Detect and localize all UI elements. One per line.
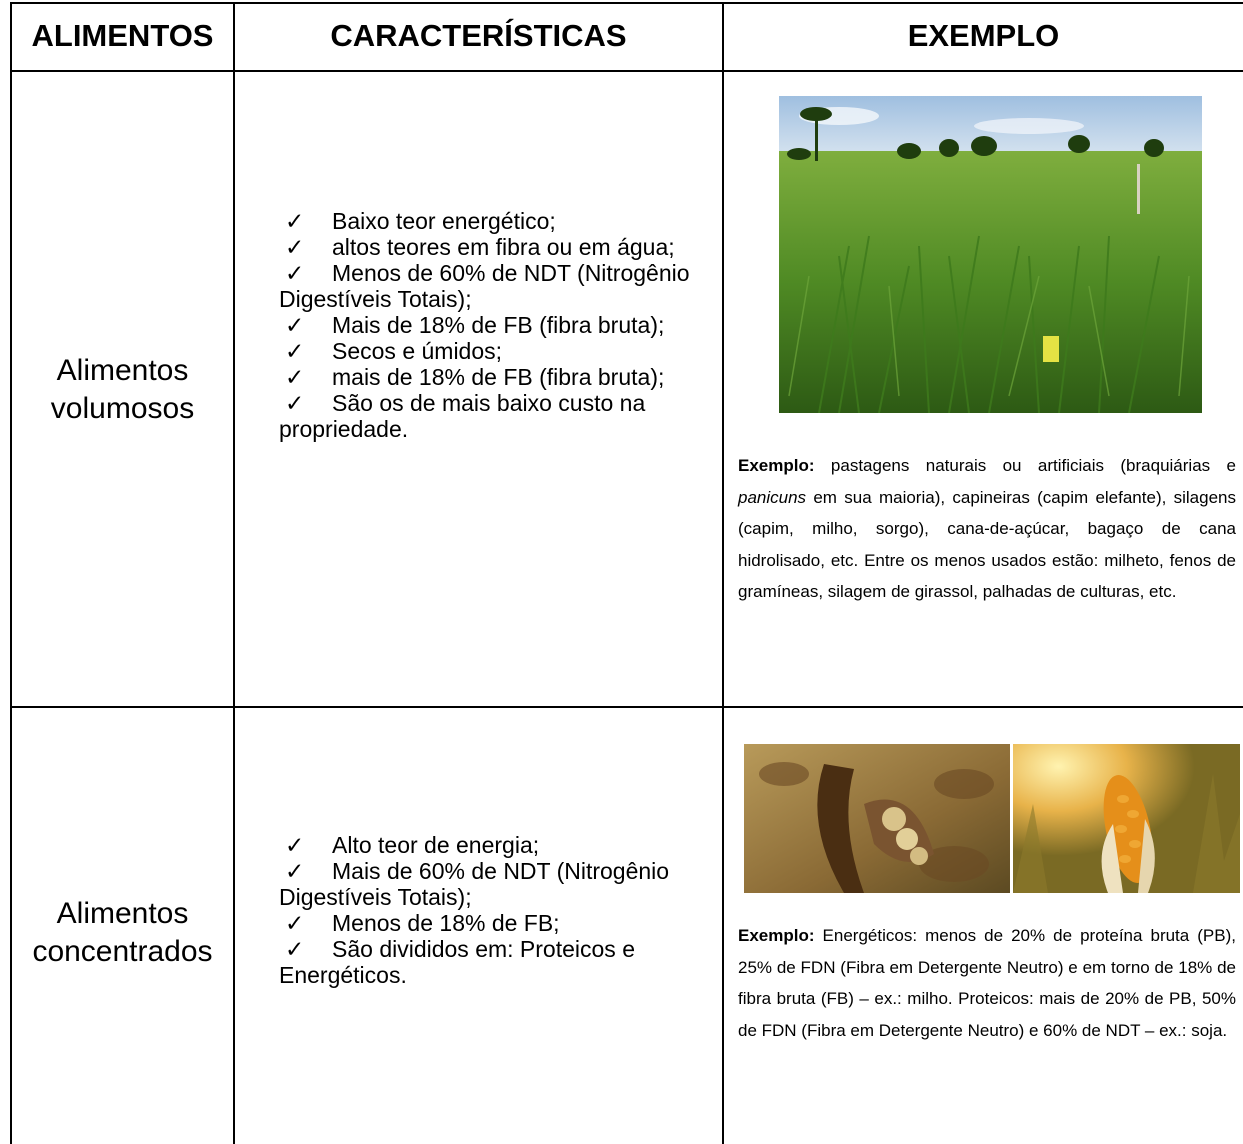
pasture-grass-photo bbox=[779, 96, 1202, 413]
table-border-left bbox=[10, 2, 12, 1144]
row-label-concentrados: Alimentos concentrados bbox=[32, 897, 213, 968]
list-item: ✓Alto teor de energia; bbox=[279, 832, 719, 858]
list-item: ✓Mais de 18% de FB (fibra bruta); bbox=[279, 312, 719, 338]
check-icon: ✓ bbox=[285, 364, 305, 390]
check-icon: ✓ bbox=[285, 234, 305, 260]
list-item: ✓Secos e úmidos; bbox=[279, 338, 719, 364]
check-icon: ✓ bbox=[285, 936, 305, 962]
column-divider-1 bbox=[233, 2, 235, 1144]
example-text-concentrados: Exemplo: Energéticos: menos de 20% de pr… bbox=[738, 926, 1236, 1040]
header-divider bbox=[10, 70, 1243, 72]
check-icon: ✓ bbox=[285, 312, 305, 338]
header-example: EXEMPLO bbox=[907, 17, 1060, 53]
row-divider bbox=[10, 706, 1243, 708]
check-icon: ✓ bbox=[285, 390, 305, 416]
list-item: ✓Mais de 60% de NDT (Nitrogênio Digestív… bbox=[279, 858, 670, 910]
check-icon: ✓ bbox=[285, 208, 305, 234]
table-border-top bbox=[10, 2, 1243, 4]
check-icon: ✓ bbox=[285, 260, 305, 286]
characteristics-list-volumosos: ✓Baixo teor energético; ✓altos teores em… bbox=[279, 208, 719, 442]
example-text-volumosos: Exemplo: pastagens naturais ou artificia… bbox=[738, 456, 1236, 601]
check-icon: ✓ bbox=[285, 338, 305, 364]
check-icon: ✓ bbox=[285, 910, 305, 936]
header-characteristics: CARACTERÍSTICAS bbox=[330, 17, 627, 53]
column-divider-2 bbox=[722, 2, 724, 1144]
list-item: ✓São divididos em: Proteicos e Energétic… bbox=[279, 936, 635, 988]
check-icon: ✓ bbox=[285, 832, 305, 858]
list-item: ✓altos teores em fibra ou em água; bbox=[279, 234, 719, 260]
example-label: Exemplo: bbox=[738, 926, 815, 945]
header-foods: ALIMENTOS bbox=[31, 17, 214, 53]
list-item: ✓Menos de 18% de FB; bbox=[279, 910, 719, 936]
list-item: ✓mais de 18% de FB (fibra bruta); bbox=[279, 364, 719, 390]
list-item: ✓Menos de 60% de NDT (Nitrogênio Digestí… bbox=[279, 260, 690, 312]
soybean-pod-photo bbox=[744, 744, 1010, 893]
list-item: ✓São os de mais baixo custo na proprieda… bbox=[279, 390, 646, 442]
example-label: Exemplo: bbox=[738, 456, 815, 475]
characteristics-list-concentrados: ✓Alto teor de energia; ✓Mais de 60% de N… bbox=[279, 832, 719, 988]
check-icon: ✓ bbox=[285, 858, 305, 884]
corn-cob-photo bbox=[1013, 744, 1240, 893]
list-item: ✓Baixo teor energético; bbox=[279, 208, 719, 234]
row-label-volumosos: Alimentos volumosos bbox=[50, 354, 195, 425]
